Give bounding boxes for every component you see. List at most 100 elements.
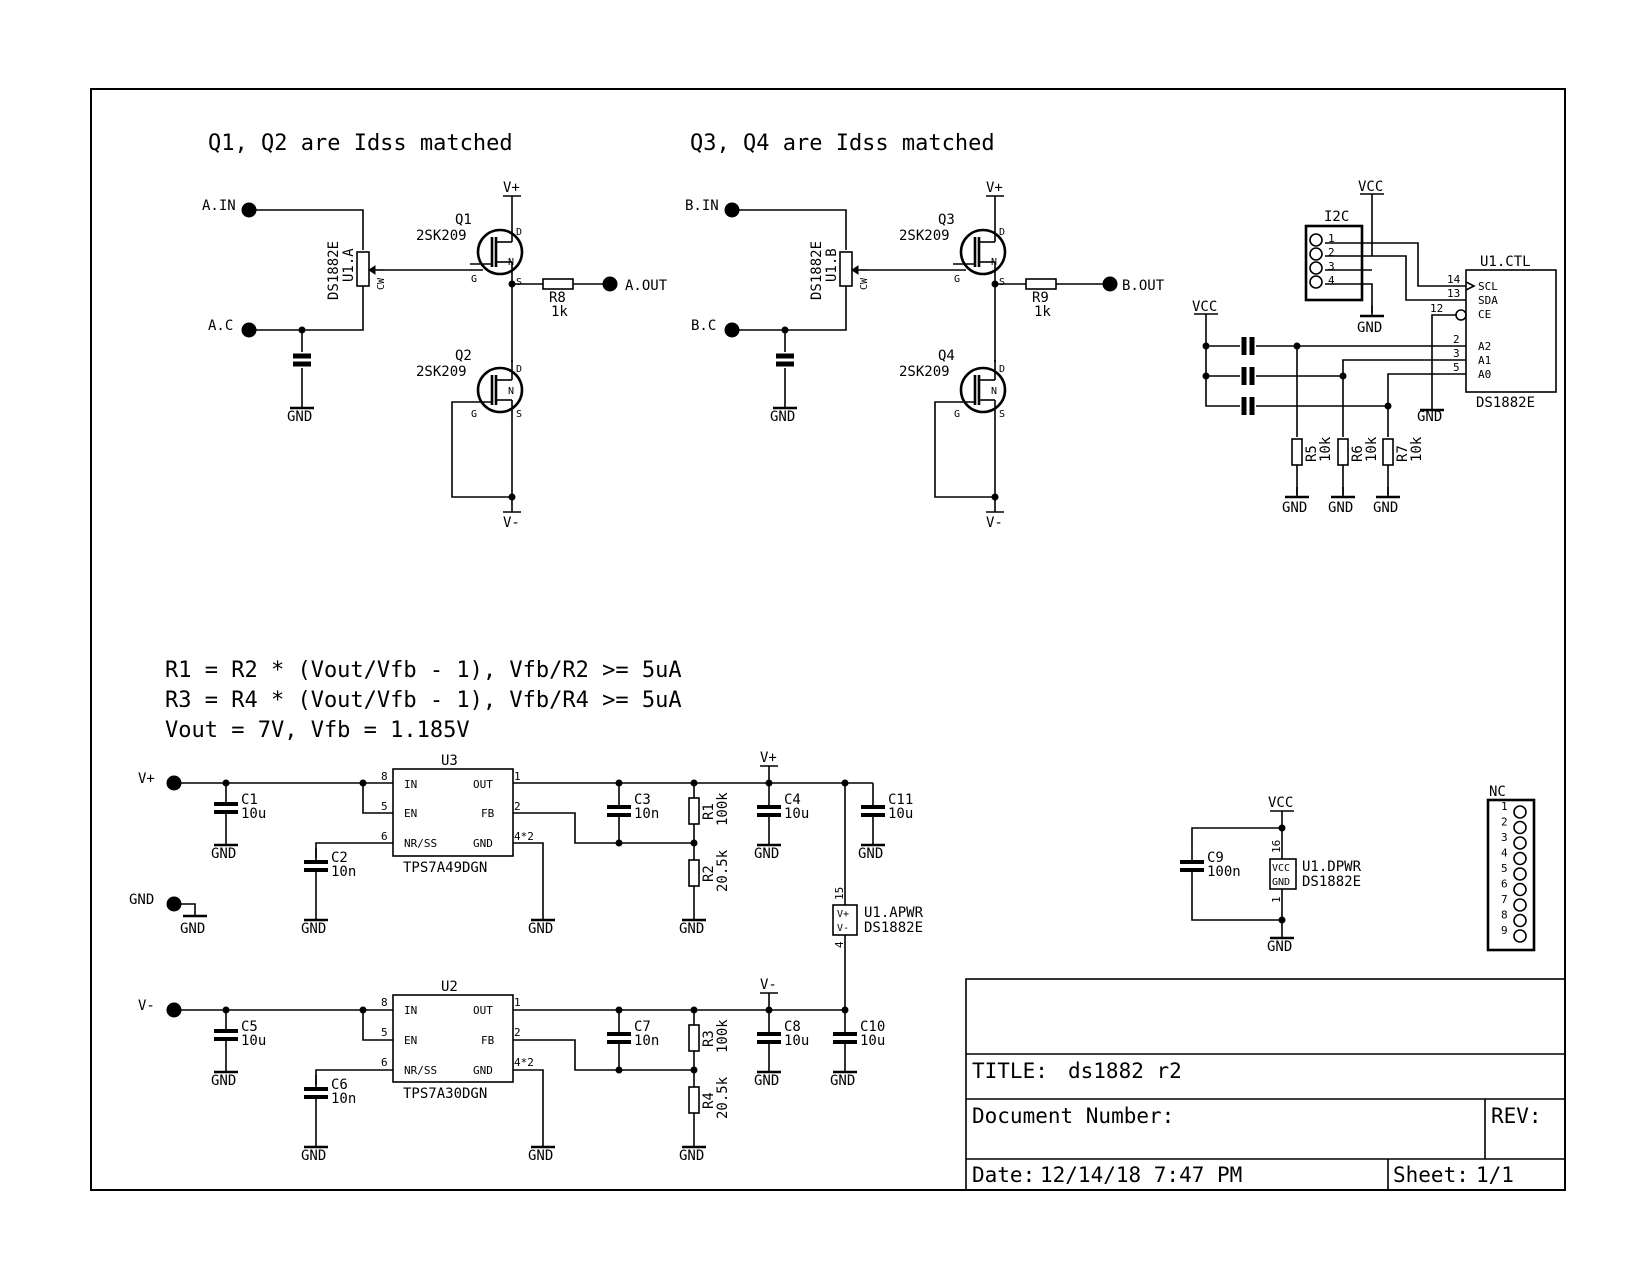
svg-text:G: G <box>471 409 477 420</box>
svg-text:100k: 100k <box>715 1019 731 1053</box>
pot-u1b-name: U1.B <box>824 248 840 282</box>
title-block: TITLE: ds1882 r2 Document Number: REV: D… <box>965 978 1566 1191</box>
svg-text:5: 5 <box>381 800 388 813</box>
sheet-value: 1/1 <box>1476 1163 1514 1187</box>
svg-text:S: S <box>516 409 522 420</box>
svg-text:A0: A0 <box>1478 368 1491 381</box>
nc-pin-2 <box>1513 820 1527 835</box>
svg-text:U2: U2 <box>441 979 458 995</box>
svg-text:10n: 10n <box>331 864 356 880</box>
sheet-label: Sheet: <box>1393 1163 1469 1187</box>
pot-u1a <box>356 251 370 287</box>
channel-a: A.IN A.C GND DS1882E U1.A CW V+ N D G S … <box>202 180 668 531</box>
svg-text:C6: C6 <box>331 1077 348 1093</box>
svg-text:13: 13 <box>1447 287 1460 300</box>
svg-text:10u: 10u <box>888 806 913 822</box>
gnd-label: GND <box>770 409 795 425</box>
svg-text:GND: GND <box>1272 877 1290 888</box>
svg-text:10n: 10n <box>331 1091 356 1107</box>
doc-number-label: Document Number: <box>972 1104 1174 1128</box>
svg-text:1: 1 <box>1328 232 1335 245</box>
svg-text:IN: IN <box>404 1004 417 1017</box>
svg-text:NR/SS: NR/SS <box>404 837 437 850</box>
title-label: TITLE: <box>972 1059 1048 1083</box>
svg-text:N: N <box>991 257 997 268</box>
svg-text:D: D <box>999 227 1005 238</box>
svg-text:C3: C3 <box>634 792 651 808</box>
svg-text:GND: GND <box>473 837 493 850</box>
svg-text:5: 5 <box>1453 361 1460 374</box>
pot-u1b <box>839 251 853 287</box>
q3-part: 2SK209 <box>899 228 950 244</box>
port-vplus: V+ <box>138 771 155 787</box>
ic-u1-dpwr: VCC C9 100n VCC GND 16 1 U1.DPWR DS1882E… <box>1178 795 1362 955</box>
svg-text:C2: C2 <box>331 850 348 866</box>
svg-text:GND: GND <box>754 846 779 862</box>
svg-text:GND: GND <box>1267 939 1292 955</box>
r7-name: R7 <box>1395 445 1411 462</box>
svg-text:D: D <box>516 227 522 238</box>
i2c-name: I2C <box>1324 209 1349 225</box>
svg-text:G: G <box>954 274 960 285</box>
svg-text:R8: R8 <box>549 290 566 306</box>
svg-text:DS1882E: DS1882E <box>1302 874 1361 890</box>
svg-text:IN: IN <box>404 778 417 791</box>
svg-text:C1: C1 <box>241 792 258 808</box>
nc-pin-number: 2 <box>1501 816 1508 829</box>
svg-text:4*2: 4*2 <box>514 1056 534 1069</box>
r5-value: 10k <box>1318 436 1334 462</box>
regulator-u2: V- GND C5 10u U2 TPS7A30DGN IN EN NR/SS … <box>138 977 885 1164</box>
nc-pin-1 <box>1513 805 1527 819</box>
i2c-connector <box>1304 224 1364 302</box>
vplus-label: V+ <box>503 180 520 196</box>
svg-text:C8: C8 <box>784 1019 801 1035</box>
u1-ctl-part: DS1882E <box>1476 395 1535 411</box>
q4-part: 2SK209 <box>899 364 950 380</box>
port-a-c: A.C <box>208 318 233 334</box>
svg-text:12: 12 <box>1430 302 1443 315</box>
nc-pin-number: 8 <box>1501 909 1508 922</box>
vminus-label: V- <box>986 515 1003 531</box>
svg-text:2: 2 <box>514 800 521 813</box>
res-r9 <box>1025 278 1057 290</box>
svg-text:GND: GND <box>830 1073 855 1089</box>
nc-pin-number: 4 <box>1501 847 1508 860</box>
svg-text:DS1882E: DS1882E <box>864 920 923 936</box>
svg-text:OUT: OUT <box>473 1004 493 1017</box>
svg-text:C5: C5 <box>241 1019 258 1035</box>
svg-text:GND: GND <box>858 846 883 862</box>
svg-text:V-: V- <box>837 923 849 934</box>
svg-text:1k: 1k <box>1034 304 1051 320</box>
note-matched-a: Q1, Q2 are Idss matched <box>208 131 513 156</box>
svg-text:R3: R3 <box>701 1030 717 1047</box>
svg-text:5: 5 <box>381 1026 388 1039</box>
frame-border <box>90 88 1566 1191</box>
note-equation-1: R1 = R2 * (Vout/Vfb - 1), Vfb/R2 >= 5uA <box>165 658 682 683</box>
port-a-in: A.IN <box>202 198 236 214</box>
svg-text:EN: EN <box>404 807 417 820</box>
note-matched-b: Q3, Q4 are Idss matched <box>690 131 995 156</box>
nc-pin-number: 5 <box>1501 862 1508 875</box>
pot-u1a-name: U1.A <box>341 248 357 282</box>
nc-pin-4 <box>1513 851 1527 866</box>
svg-text:4: 4 <box>1328 274 1335 287</box>
q3-name: Q3 <box>938 212 955 228</box>
gnd-label: GND <box>1357 320 1382 336</box>
svg-text:GND: GND <box>528 1148 553 1164</box>
svg-text:FB: FB <box>481 807 495 820</box>
pot-u1b-value: DS1882E <box>809 241 825 300</box>
svg-text:V+: V+ <box>760 750 777 766</box>
port-b-out: B.OUT <box>1122 278 1165 294</box>
svg-text:D: D <box>516 364 522 375</box>
svg-text:100k: 100k <box>715 792 731 826</box>
gnd-label: GND <box>1328 500 1353 516</box>
svg-text:2: 2 <box>1328 246 1335 259</box>
port-b-in: B.IN <box>685 198 719 214</box>
svg-text:TPS7A49DGN: TPS7A49DGN <box>403 860 487 876</box>
date-label: Date: <box>972 1163 1035 1187</box>
svg-text:U1.DPWR: U1.DPWR <box>1302 859 1362 875</box>
port-vminus: V- <box>138 998 155 1014</box>
ic-u1-ctl <box>1465 269 1557 393</box>
svg-text:10u: 10u <box>241 1033 266 1049</box>
